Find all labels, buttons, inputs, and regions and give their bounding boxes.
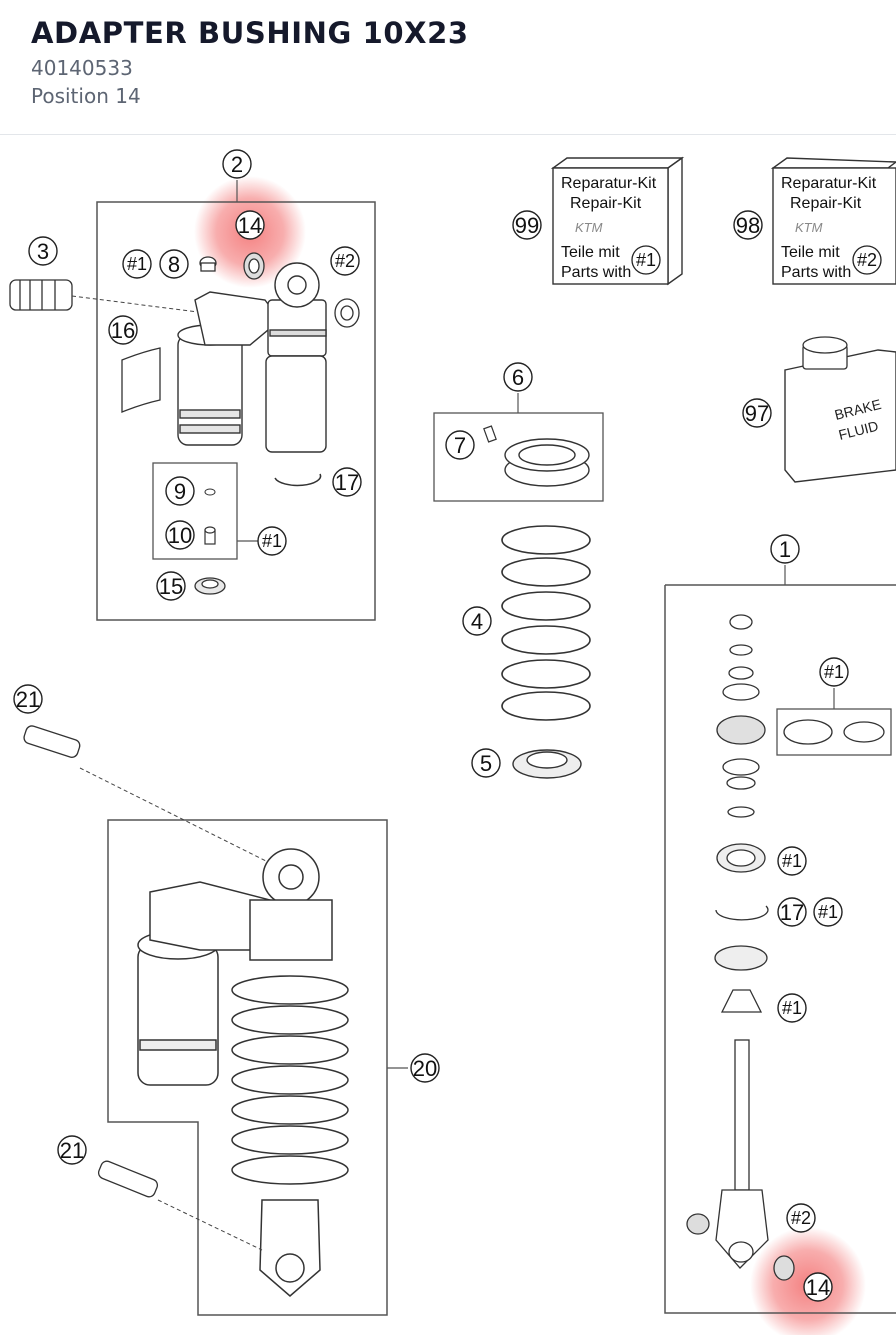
kit-1-line4: Parts with (561, 264, 631, 281)
piston-rod-stack-drawing[interactable] (686, 614, 885, 1281)
kit-1-line3: Teile mit (561, 244, 620, 261)
callout-14-top[interactable]: 14 (238, 213, 262, 238)
group-9-10-box (152, 462, 238, 560)
group-20-box (107, 819, 388, 1316)
callout-14-bottom[interactable]: 14 (806, 1275, 830, 1300)
callout-kit1-c[interactable]: #1 (824, 662, 844, 682)
bushing-right-drawing[interactable] (334, 298, 360, 328)
bolt-21-upper-drawing[interactable] (22, 724, 81, 758)
ktm-logo-2: KTM (795, 220, 823, 235)
kit-2-ref: #2 (857, 250, 877, 270)
valve-3-drawing[interactable] (9, 279, 73, 311)
nut-15-drawing[interactable] (194, 577, 226, 595)
spring-seat-5-drawing[interactable] (512, 749, 582, 779)
callout-17-right[interactable]: 17 (780, 900, 804, 925)
callout-20[interactable]: 20 (413, 1056, 437, 1081)
callout-3[interactable]: 3 (37, 239, 49, 264)
callout-99[interactable]: 99 (515, 213, 539, 238)
callout-4[interactable]: 4 (471, 609, 483, 634)
exploded-diagram[interactable]: Reparatur-Kit Repair-Kit KTM Teile mit P… (0, 135, 896, 1339)
kit-2-line1: Reparatur-Kit (781, 175, 877, 192)
exploded-diagram-svg: Reparatur-Kit Repair-Kit KTM Teile mit P… (9, 149, 896, 1339)
part-title: ADAPTER BUSHING 10X23 (31, 16, 469, 50)
spring-4-drawing[interactable] (501, 525, 591, 721)
seal-ring-8-drawing[interactable] (199, 256, 217, 272)
callout-98[interactable]: 98 (736, 213, 760, 238)
screw-10-drawing[interactable] (204, 526, 216, 545)
kit-1-line2: Repair-Kit (570, 195, 642, 212)
callout-kit2-b[interactable]: #2 (791, 1208, 811, 1228)
repair-kit-1-drawing[interactable]: Reparatur-Kit Repair-Kit KTM Teile mit P… (550, 156, 685, 286)
part-header: ADAPTER BUSHING 10X23 40140533 Position … (0, 0, 896, 135)
callout-21-upper[interactable]: 21 (16, 687, 40, 712)
callout-97[interactable]: 97 (745, 401, 769, 426)
brake-fluid-can-drawing[interactable]: BRAKE FLUID (784, 336, 896, 483)
kit-1-ref: #1 (636, 250, 656, 270)
group-2-box (96, 201, 376, 621)
callout-1[interactable]: 1 (779, 537, 791, 562)
kit-1-line1: Reparatur-Kit (561, 175, 657, 192)
callout-9[interactable]: 9 (174, 479, 186, 504)
screw-7-drawing[interactable] (483, 425, 497, 443)
complete-shock-20-drawing[interactable] (137, 848, 349, 1297)
adapter-bushing-14-drawing[interactable] (243, 252, 265, 280)
callout-kit2-a[interactable]: #2 (335, 251, 355, 271)
callout-2[interactable]: 2 (231, 152, 243, 177)
label-16-drawing[interactable] (121, 347, 161, 413)
callout-kit1-b[interactable]: #1 (262, 531, 282, 551)
kit-2-line2: Repair-Kit (790, 195, 862, 212)
callout-7[interactable]: 7 (454, 433, 466, 458)
callout-5[interactable]: 5 (480, 751, 492, 776)
part-number: 40140533 (31, 56, 133, 80)
callout-kit1-e[interactable]: #1 (818, 902, 838, 922)
callout-kit1-a[interactable]: #1 (127, 254, 147, 274)
callout-8[interactable]: 8 (168, 252, 180, 277)
callout-16[interactable]: 16 (111, 318, 135, 343)
circlip-17-drawing[interactable] (274, 473, 322, 487)
callout-10[interactable]: 10 (168, 523, 192, 548)
callout-kit1-f[interactable]: #1 (782, 998, 802, 1018)
spring-nut-drawing[interactable] (504, 438, 590, 487)
callout-kit1-d[interactable]: #1 (782, 851, 802, 871)
shock-reservoir-drawing[interactable] (177, 262, 327, 453)
group-1-box (664, 584, 896, 1314)
kit-2-line4: Parts with (781, 264, 851, 281)
callout-15[interactable]: 15 (159, 574, 183, 599)
ktm-logo: KTM (575, 220, 603, 235)
callout-17-top[interactable]: 17 (335, 470, 359, 495)
callout-6[interactable]: 6 (512, 365, 524, 390)
kit-2-line3: Teile mit (781, 244, 840, 261)
bolt-21-lower-drawing[interactable] (97, 1159, 159, 1198)
part-position: Position 14 (31, 84, 141, 108)
repair-kit-2-drawing[interactable]: Reparatur-Kit Repair-Kit KTM Teile mit P… (770, 157, 896, 285)
callout-21-lower[interactable]: 21 (60, 1138, 84, 1163)
